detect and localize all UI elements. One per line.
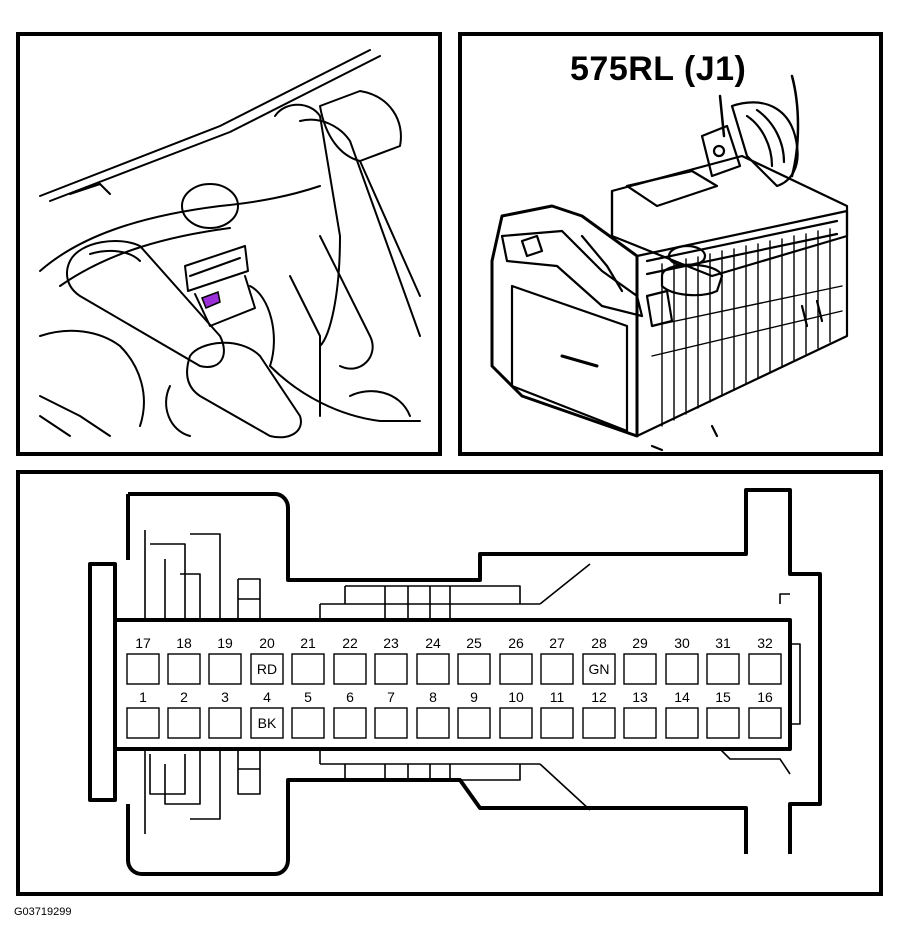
pin-number: 2 <box>180 689 188 705</box>
pin-22: 22 <box>333 635 367 685</box>
pin-27: 27 <box>540 635 574 685</box>
connector-label: 575RL (J1) <box>570 50 747 88</box>
pin-number: 24 <box>425 635 441 651</box>
pin-number: 5 <box>304 689 312 705</box>
pin-31: 31 <box>706 635 740 685</box>
connector-drawing <box>490 74 849 452</box>
pin-number: 19 <box>217 635 233 651</box>
pin-number: 6 <box>346 689 354 705</box>
pin-17: 17 <box>126 635 160 685</box>
pin-number: 32 <box>757 635 773 651</box>
pin-number: 17 <box>135 635 151 651</box>
pin-number: 26 <box>508 635 524 651</box>
connector-view: 575RL (J1) <box>458 32 883 456</box>
pin-number: 9 <box>470 689 478 705</box>
pin-2: 2 <box>167 689 201 739</box>
pin-number: 1 <box>139 689 147 705</box>
pin-number: 27 <box>549 635 565 651</box>
pin-9: 9 <box>457 689 491 739</box>
pin-number: 31 <box>715 635 731 651</box>
connector-location-marker <box>201 290 221 309</box>
vehicle-location-view <box>16 32 442 456</box>
pin-26: 26 <box>499 635 533 685</box>
pin-7: 7 <box>374 689 408 739</box>
figure-code: G03719299 <box>14 906 72 918</box>
pin-16: 16 <box>748 689 782 739</box>
pin-24: 24 <box>416 635 450 685</box>
pin-wire-color: BK <box>258 715 277 731</box>
pin-32: 32 <box>748 635 782 685</box>
pin-1: 1 <box>126 689 160 739</box>
pin-wire-color: RD <box>257 661 277 677</box>
pin-number: 18 <box>176 635 192 651</box>
pin-number: 16 <box>757 689 773 705</box>
pin-number: 22 <box>342 635 358 651</box>
pin-13: 13 <box>623 689 657 739</box>
pin-number: 25 <box>466 635 482 651</box>
pin-number: 3 <box>221 689 229 705</box>
pin-number: 20 <box>259 635 275 651</box>
pin-25: 25 <box>457 635 491 685</box>
pin-30: 30 <box>665 635 699 685</box>
pin-23: 23 <box>374 635 408 685</box>
pin-29: 29 <box>623 635 657 685</box>
pin-4: 4BK <box>250 689 284 739</box>
pin-wire-color: GN <box>589 661 610 677</box>
pin-number: 8 <box>429 689 437 705</box>
pin-number: 11 <box>550 689 565 705</box>
pin-11: 11 <box>540 689 574 739</box>
pin-8: 8 <box>416 689 450 739</box>
pin-10: 10 <box>499 689 533 739</box>
pin-5: 5 <box>291 689 325 739</box>
pin-18: 18 <box>167 635 201 685</box>
pin-number: 28 <box>591 635 607 651</box>
pin-number: 23 <box>383 635 399 651</box>
pin-number: 29 <box>632 635 648 651</box>
pin-number: 15 <box>715 689 731 705</box>
pin-number: 4 <box>263 689 271 705</box>
pin-number: 7 <box>387 689 395 705</box>
pin-12: 12 <box>582 689 616 739</box>
vehicle-interior-drawing <box>39 49 421 439</box>
pin-number: 14 <box>674 689 690 705</box>
pin-number: 30 <box>674 635 690 651</box>
pin-number: 10 <box>508 689 524 705</box>
pin-21: 21 <box>291 635 325 685</box>
pin-row-bottom: 1 2 3 4BK 5 6 7 8 9 10 11 12 13 14 15 16 <box>126 689 782 739</box>
pin-15: 15 <box>706 689 740 739</box>
pin-14: 14 <box>665 689 699 739</box>
pin-19: 19 <box>208 635 242 685</box>
pin-3: 3 <box>208 689 242 739</box>
pin-number: 12 <box>591 689 607 705</box>
pin-number: 21 <box>300 635 316 651</box>
pin-number: 13 <box>632 689 648 705</box>
pin-6: 6 <box>333 689 367 739</box>
